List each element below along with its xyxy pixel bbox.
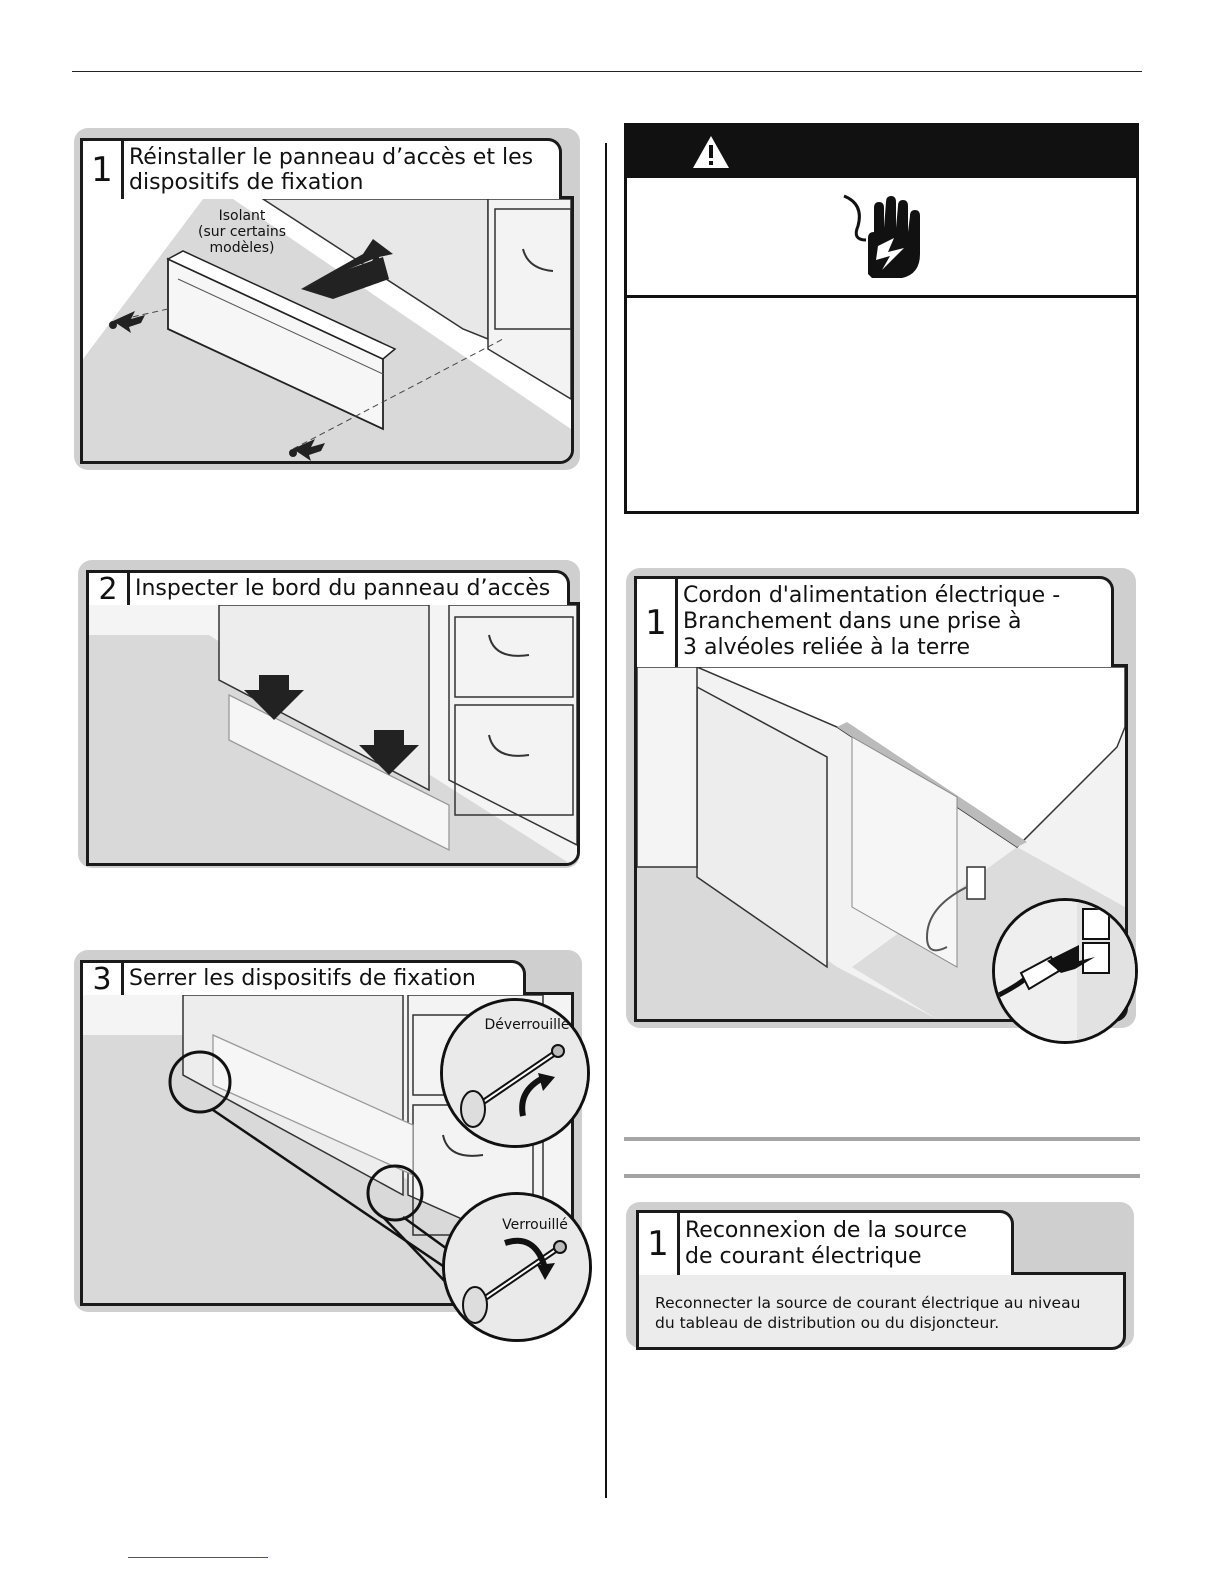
step-number: 1 [83,141,124,199]
step-number: 1 [639,1213,680,1275]
step-title: Inspecter le bord du panneau d’accès [135,576,551,601]
warning-box [624,123,1139,514]
step-number: 3 [83,962,124,997]
label-some-models: (sur certains modèles) [197,224,287,256]
illustration-inspect-edge [86,602,580,866]
step-number: 1 [637,579,678,667]
step-title-line1: Reconnexion de la source [685,1218,968,1243]
zoom-circle-unlocked: Déverrouillé [440,998,590,1148]
illustration-reinstall-panel [80,196,574,464]
step-title: Serrer les dispositifs de fixation [129,966,476,991]
step-title-line3: 3 alvéoles reliée à la terre [683,635,971,660]
step-panel-power-cord: 1 Cordon d'alimentation électrique - Bra… [626,568,1140,1044]
zoom-circle-locked: Verrouillé [442,1192,592,1342]
step-tab-reinstall: 1 Réinstaller le panneau d’accès et les … [80,138,562,199]
reconnect-body-line1: Reconnecter la source de courant électri… [655,1294,1081,1312]
label-unlocked: Déverrouillé [484,1017,570,1033]
reconnect-instructions: Reconnecter la source de courant électri… [636,1272,1126,1350]
step-panel-reinstall: Isolant (sur certains modèles) 1 Réinsta… [72,128,582,473]
step-title-line2: dispositifs de fixation [129,170,364,195]
zoom-circle-outlet [992,898,1138,1044]
reconnect-body-line2: du tableau de distribution ou du disjonc… [655,1314,1000,1332]
section-rule-top [624,1137,1140,1141]
warning-icon-row [627,178,1136,298]
step-number: 2 [89,572,130,607]
step-title-line1: Réinstaller le panneau d’accès et les [129,145,534,170]
step-title-line2: Branchement dans une prise à [683,609,1022,634]
step-panel-tighten: Déverrouillé Verrouillé 3 Serrer les dis… [72,950,592,1342]
step-title-line2: de courant électrique [685,1244,922,1269]
step-tab-reconnect: 1 Reconnexion de la source de courant él… [636,1210,1014,1275]
footer-link-underline [128,1557,268,1558]
top-rule [72,71,1142,72]
warning-triangle-icon [693,136,729,168]
section-rule-bottom [624,1174,1140,1178]
warning-header [627,126,1136,178]
column-divider [605,143,607,1498]
step-tab-power-cord: 1 Cordon d'alimentation électrique - Bra… [634,576,1114,667]
electric-shock-hand-icon [843,194,920,278]
step-tab-inspect: 2 Inspecter le bord du panneau d’accès [86,570,570,607]
step-title-line1: Cordon d'alimentation électrique - [683,583,1061,608]
label-insulation: Isolant [218,208,266,224]
label-locked: Verrouillé [502,1217,568,1233]
step-panel-inspect: 2 Inspecter le bord du panneau d’accès [78,560,582,872]
step-panel-reconnect: Reconnecter la source de courant électri… [626,1202,1136,1354]
step-tab-tighten: 3 Serrer les dispositifs de fixation [80,960,526,997]
